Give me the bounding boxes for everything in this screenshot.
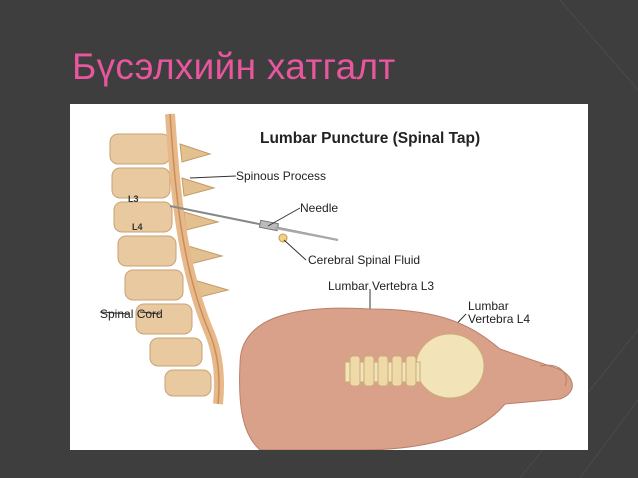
slide-title: Бүсэлхийн хатгалт xyxy=(72,46,396,87)
figure-title: Lumbar Puncture (Spinal Tap) xyxy=(260,130,481,147)
label-cerebral-spinal-fluid: Cerebral Spinal Fluid xyxy=(308,253,421,267)
vertebra-l3-tag: L3 xyxy=(128,194,139,204)
patient-body xyxy=(239,307,573,450)
lumbar-puncture-illustration xyxy=(99,113,573,450)
label-lumbar-vertebra-l3: Lumbar Vertebra L3 xyxy=(328,279,435,293)
label-spinal-cord: Spinal Cord xyxy=(100,307,163,321)
vertebra-l4-tag: L4 xyxy=(132,222,143,232)
label-lumbar-vertebra-l4-line2: Vertebra L4 xyxy=(468,312,531,326)
lumbar-puncture-figure: Lumbar Puncture (Spinal Tap) L3 L4 Spino… xyxy=(70,104,588,450)
label-needle: Needle xyxy=(300,201,339,215)
label-spinous-process: Spinous Process xyxy=(236,169,327,183)
label-lumbar-vertebra-l4-line1: Lumbar xyxy=(468,299,509,313)
spine-column xyxy=(109,133,212,397)
